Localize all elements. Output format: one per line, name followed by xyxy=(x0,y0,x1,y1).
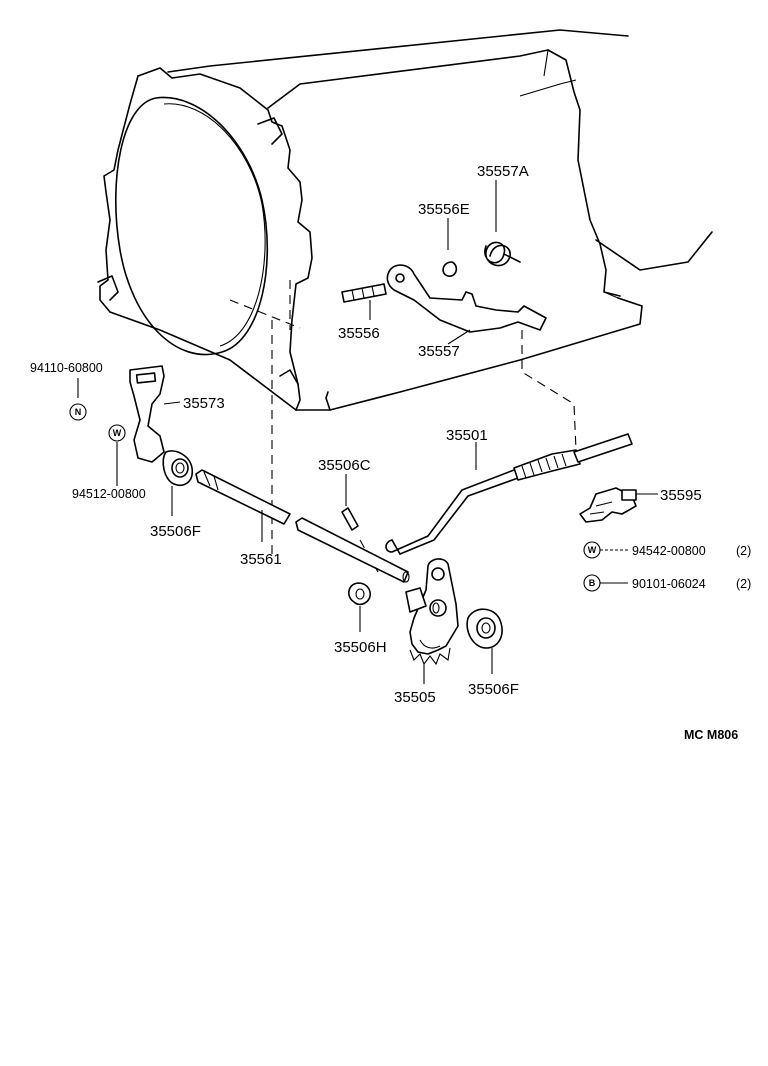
shaft-35561 xyxy=(195,469,410,583)
collar-35506h xyxy=(348,582,371,632)
label-94110-60800: 94110-60800 xyxy=(30,361,103,375)
svg-text:B: B xyxy=(589,578,596,588)
detent-lever-35557 xyxy=(386,264,547,345)
svg-text:W: W xyxy=(113,428,122,438)
control-cable-35501 xyxy=(385,433,633,555)
bracket-35595 xyxy=(579,487,658,523)
label-90101-qty: (2) xyxy=(736,577,751,591)
oil-seal-35506f-right xyxy=(466,608,503,674)
svg-text:N: N xyxy=(75,407,82,417)
label-35557: 35557 xyxy=(418,343,460,360)
label-35501: 35501 xyxy=(446,427,488,444)
label-90101-06024: 90101-06024 xyxy=(632,577,706,591)
label-35506c: 35506C xyxy=(318,457,371,474)
label-94512-00800: 94512-00800 xyxy=(72,487,146,501)
label-35506f-right: 35506F xyxy=(468,681,519,698)
washer-icon: W xyxy=(108,424,126,442)
manual-lever-35573 xyxy=(129,365,181,463)
label-35506f-left: 35506F xyxy=(150,523,201,540)
label-35557a: 35557A xyxy=(477,163,529,180)
svg-text:W: W xyxy=(588,545,597,555)
label-94542-qty: (2) xyxy=(736,544,751,558)
pin-35556 xyxy=(341,283,387,320)
spring-35557a xyxy=(484,180,521,267)
label-35505: 35505 xyxy=(394,689,436,706)
oil-seal-35506f-left xyxy=(162,450,194,516)
transmission-case xyxy=(97,29,713,411)
label-35561: 35561 xyxy=(240,551,282,568)
label-35506h: 35506H xyxy=(334,639,387,656)
label-94542-00800: 94542-00800 xyxy=(632,544,706,558)
label-35556e: 35556E xyxy=(418,201,470,218)
label-35595: 35595 xyxy=(660,487,702,504)
label-35556: 35556 xyxy=(338,325,380,342)
spring-pin-35506c xyxy=(341,474,359,531)
nut-icon: N xyxy=(69,403,87,421)
bolt-icon: B xyxy=(583,574,601,592)
label-35573: 35573 xyxy=(183,395,225,412)
washer-icon: W xyxy=(583,541,601,559)
detent-plate-35505 xyxy=(405,558,459,684)
e-clip-35556e xyxy=(442,218,458,277)
diagram-code: MC M806 xyxy=(684,728,738,742)
